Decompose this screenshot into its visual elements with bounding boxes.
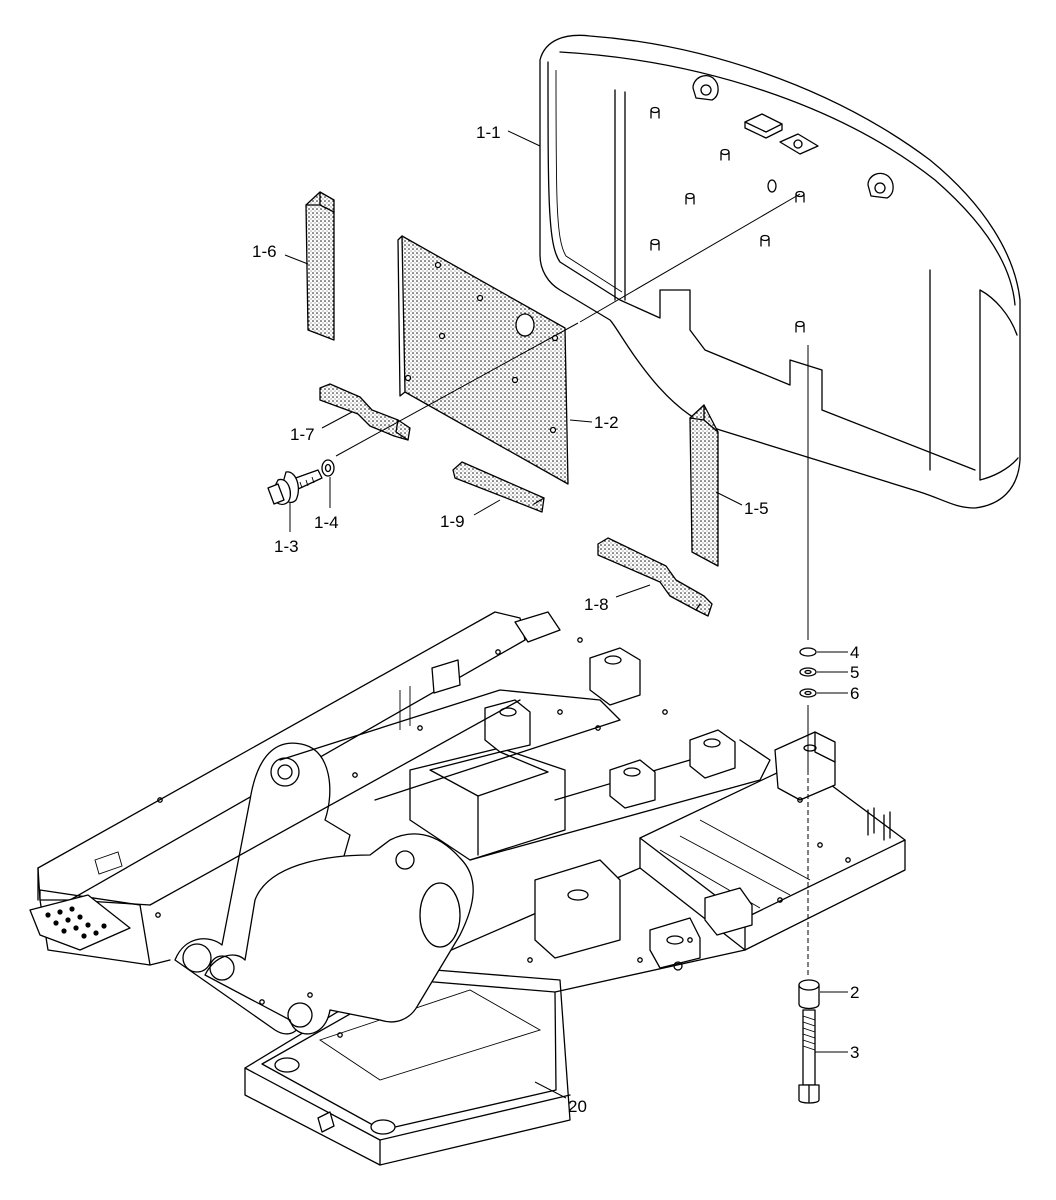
washer-4	[799, 647, 817, 657]
callout-6: 6	[850, 684, 859, 703]
callout-1-6: 1-6	[252, 242, 277, 261]
callout-4: 4	[850, 643, 859, 662]
washer-5	[799, 667, 817, 677]
callout-20: 20	[568, 1097, 587, 1116]
callout-1-4: 1-4	[314, 513, 339, 532]
callout-1-3: 1-3	[274, 537, 299, 556]
callout-labels: 1-1 1-2 1-3 1-4 1-5 1-6 1-7 1-8 1-9 2 3 …	[252, 123, 859, 1116]
callout-2: 2	[850, 983, 859, 1002]
callout-1-2: 1-2	[594, 413, 619, 432]
callout-1-9: 1-9	[440, 512, 465, 531]
callout-5: 5	[850, 663, 859, 682]
callout-3: 3	[850, 1043, 859, 1062]
callout-1-7: 1-7	[290, 425, 315, 444]
spacer-2	[798, 984, 820, 1010]
callout-1-1: 1-1	[476, 123, 501, 142]
counterweight	[539, 34, 1021, 509]
washer-6	[799, 688, 817, 698]
callout-1-8: 1-8	[584, 595, 609, 614]
callout-1-5: 1-5	[744, 499, 769, 518]
rubber-pads	[305, 191, 719, 617]
bolt-3	[802, 1009, 816, 1086]
mounting-hardware	[798, 647, 820, 1104]
bolt-assembly	[267, 459, 335, 506]
leader-lines	[284, 130, 848, 1099]
upper-frame	[29, 611, 906, 1166]
